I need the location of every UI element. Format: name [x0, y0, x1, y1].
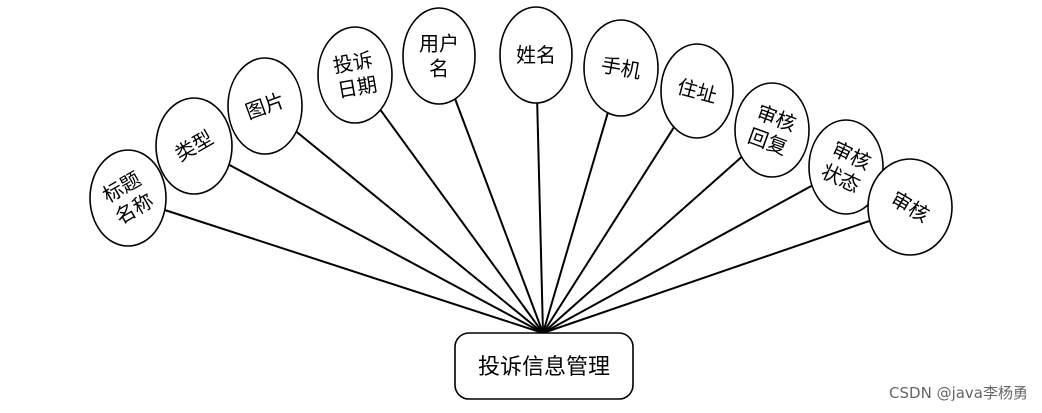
attribute-ellipse-review [867, 158, 953, 256]
entity-label: 投诉信息管理 [478, 355, 610, 380]
attribute-label-line: 用户 [419, 32, 459, 56]
connector-title [164, 209, 544, 334]
attribute-label-line: 姓名 [516, 43, 556, 67]
attribute-label-name: 姓名 [516, 43, 556, 67]
attribute-ellipse-image [227, 57, 303, 155]
attribute-ellipse-review-status [808, 119, 884, 215]
connector-complaint-date [379, 109, 544, 334]
attribute-ellipse-phone [583, 19, 659, 117]
attribute-name: 姓名 [499, 6, 573, 104]
watermark: CSDN @java李杨勇 [889, 384, 1028, 402]
attribute-ellipse-title [89, 149, 167, 247]
attribute-complaint-date: 投诉日期 [317, 26, 393, 124]
connector-phone [542, 112, 609, 334]
attribute-username: 用户名 [402, 7, 476, 105]
connector-lines [164, 98, 871, 334]
attribute-ellipse-address [660, 43, 734, 139]
attribute-title: 标题名称 [89, 149, 167, 247]
attribute-label-line: 名 [429, 57, 449, 81]
attribute-phone: 手机 [583, 19, 659, 117]
attribute-type: 类型 [155, 97, 233, 195]
connector-image [295, 130, 544, 334]
attribute-nodes: 标题名称类型图片投诉日期用户名姓名手机住址审核回复审核状态审核 [89, 6, 953, 256]
connector-review [542, 219, 871, 334]
attribute-image: 图片 [227, 57, 303, 155]
connector-review-reply [542, 156, 743, 334]
attribute-address: 住址 [660, 43, 734, 139]
entity-box [454, 332, 634, 400]
attribute-label-username: 用户名 [419, 32, 459, 81]
attribute-review-status: 审核状态 [808, 119, 884, 215]
attribute-ellipse-type [155, 97, 233, 195]
attribute-review-reply: 审核回复 [734, 82, 810, 178]
attribute-ellipse-review-reply [734, 82, 810, 178]
connector-username [454, 98, 544, 334]
attribute-review: 审核 [867, 158, 953, 256]
connector-type [228, 163, 544, 334]
attribute-ellipse-username [402, 7, 476, 105]
attribute-ellipse-name [499, 6, 573, 104]
attribute-ellipse-complaint-date [317, 26, 393, 124]
entity-node: 投诉信息管理 [454, 332, 634, 400]
connector-address [542, 126, 675, 334]
connector-name [536, 102, 544, 334]
attribute-label-complaint-date: 投诉日期 [331, 47, 379, 102]
connector-review-status [542, 184, 813, 334]
